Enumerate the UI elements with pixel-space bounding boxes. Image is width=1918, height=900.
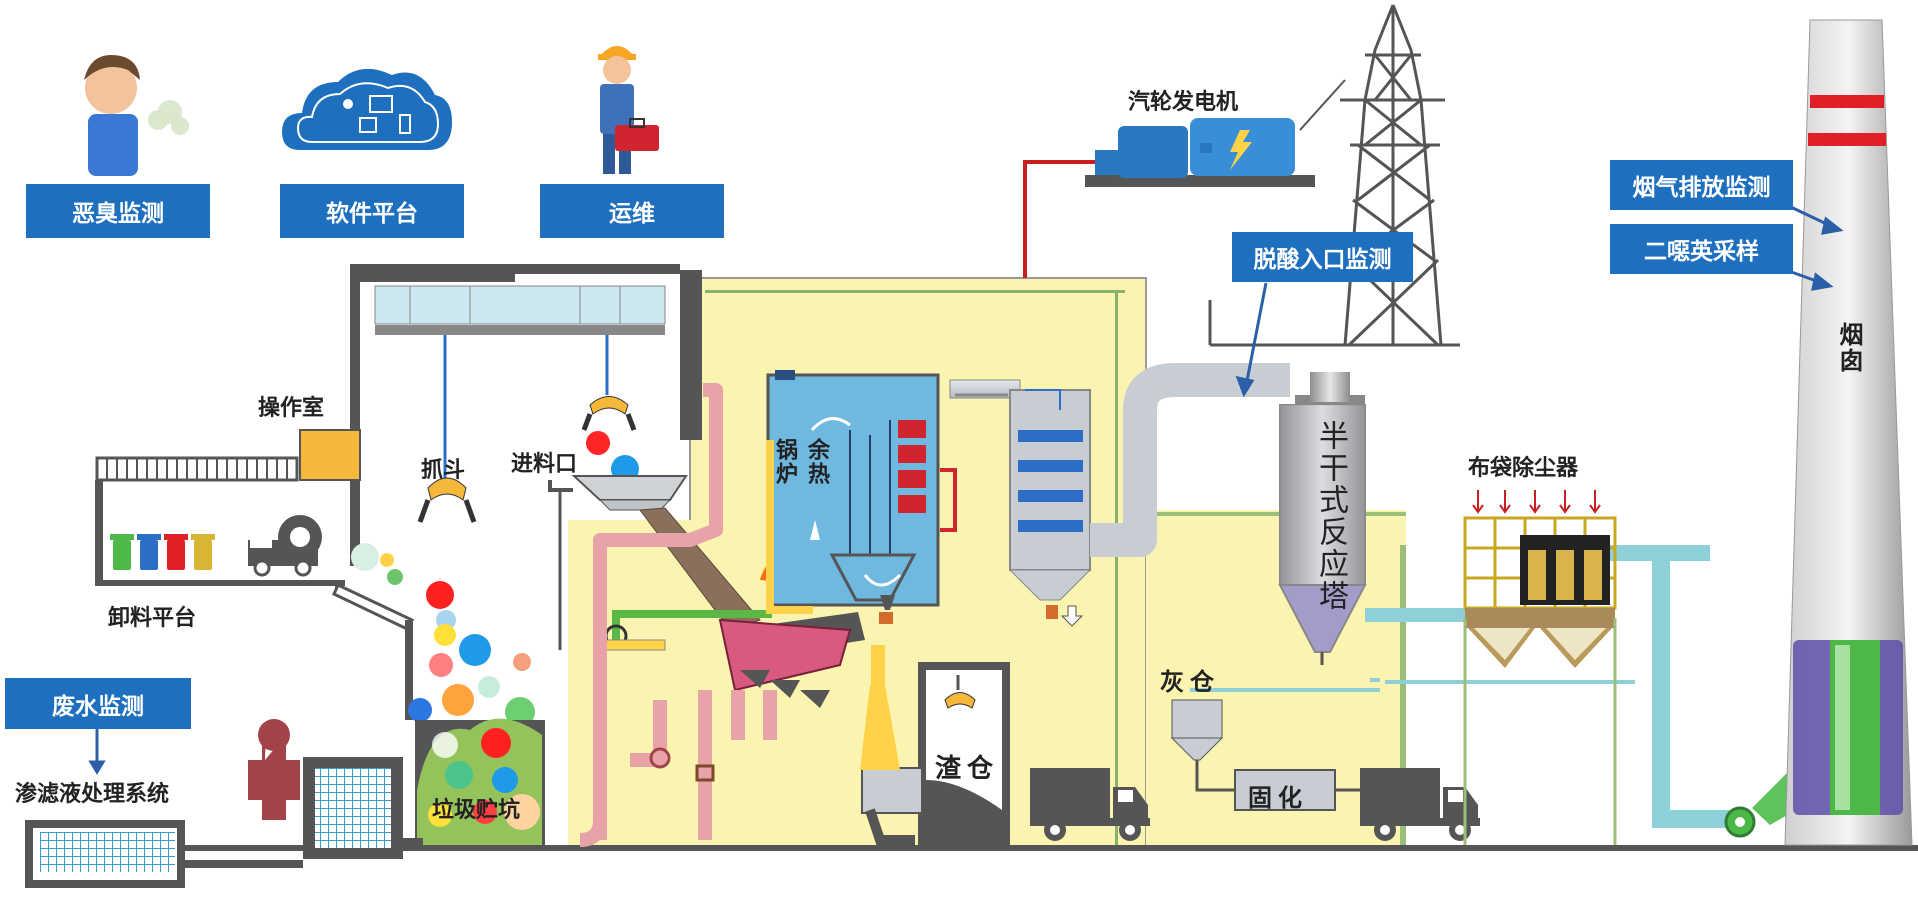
unloading-platform-label: 卸料平台	[108, 606, 197, 631]
unloading-platform-items	[110, 515, 322, 577]
feed-inlet-label: 进料口	[511, 452, 578, 477]
turbine-generator	[1085, 118, 1315, 187]
ground-line	[180, 845, 1918, 851]
waste-heat-boiler-label: 余热锅炉	[772, 438, 829, 486]
leachate-system	[25, 719, 423, 888]
flue-gas-monitoring-tag: 烟气排放监测	[1610, 160, 1793, 210]
semi-dry-reactor-label: 半干式反应塔	[1313, 420, 1348, 612]
ash-truck	[1360, 768, 1480, 841]
dioxin-sampling-tag: 二噁英采样	[1610, 224, 1793, 274]
receiving-hall	[95, 264, 702, 720]
turbine-generator-label: 汽轮发电机	[1128, 90, 1239, 115]
cloud-platform-icon	[282, 68, 452, 150]
clean-gas-duct	[1365, 545, 1742, 828]
water-line	[1025, 389, 1061, 410]
odor-person-icon	[84, 55, 189, 176]
pipe-fittings	[649, 747, 715, 782]
slag-bin	[860, 645, 1010, 847]
bag-filter	[1463, 490, 1617, 845]
ash-bin-label: 灰仓	[1160, 668, 1220, 696]
software-platform-tag: 软件平台	[280, 184, 464, 238]
wastewater-monitoring-tag: 废水监测	[5, 678, 191, 729]
primary-air-pipes	[579, 383, 777, 847]
leachate-system-label: 渗滤液处理系统	[15, 782, 170, 807]
odor-monitoring-tag: 恶臭监测	[26, 184, 210, 238]
chimney-structure	[1784, 19, 1913, 846]
semi-dry-reactor	[1278, 372, 1367, 665]
waste-particles	[351, 431, 639, 727]
waste-heat-boiler	[766, 370, 957, 624]
flue-duct	[949, 363, 1290, 627]
transmission-tower	[1208, 4, 1460, 347]
control-room-label: 操作室	[258, 396, 325, 421]
bag-filter-label: 布袋除尘器	[1468, 456, 1579, 481]
maintenance-worker-icon	[598, 46, 659, 174]
waste-pit	[415, 718, 545, 848]
ash-bin	[1170, 678, 1380, 811]
crane-grab	[417, 335, 637, 523]
operations-tag: 运维	[540, 184, 724, 238]
solidify-label: 固化	[1248, 784, 1308, 812]
desulf-inlet-monitoring-tag: 脱酸入口监测	[1232, 232, 1413, 282]
waste-pit-label: 垃圾贮坑	[432, 798, 521, 823]
slag-truck	[1030, 768, 1150, 841]
slag-bin-label: 渣仓	[935, 754, 1000, 784]
chimney-label: 烟囱	[1835, 322, 1863, 374]
steam-supply-line	[1023, 160, 1095, 278]
grab-label: 抓斗	[421, 458, 466, 483]
